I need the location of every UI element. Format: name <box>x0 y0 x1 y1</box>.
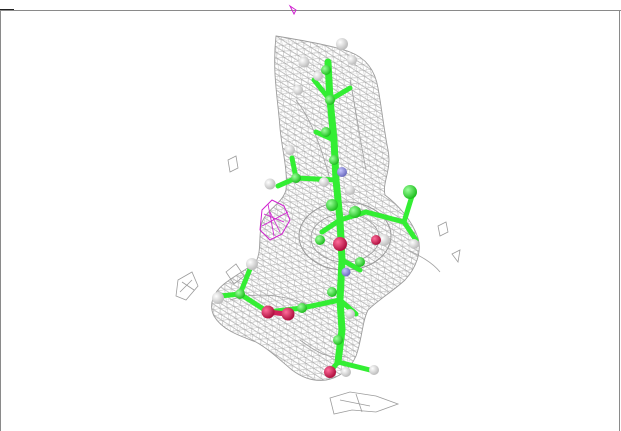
nitrogen-atom <box>341 267 351 277</box>
carbon-atom <box>291 173 301 183</box>
ligand-atoms <box>212 38 419 378</box>
carbon-atom <box>327 287 337 297</box>
carbon-atom <box>321 65 331 75</box>
hydrogen-atom <box>313 71 323 81</box>
hydrogen-atom <box>378 234 390 246</box>
oxygen-atom <box>324 366 336 378</box>
viewer-frame-left-border <box>0 11 1 431</box>
hydrogen-atom <box>409 239 419 249</box>
carbon-atom <box>297 303 307 313</box>
carbon-atom <box>321 127 331 137</box>
nitrogen-atom <box>337 167 347 177</box>
carbon-atom <box>325 95 335 105</box>
hydrogen-atom <box>293 85 303 95</box>
carbon-atom <box>235 289 245 299</box>
carbon-atom <box>333 335 343 345</box>
hydrogen-atom <box>345 309 355 319</box>
oxygen-atom <box>281 307 295 321</box>
carbon-atom <box>403 185 417 199</box>
carbon-atom <box>329 155 339 165</box>
hydrogen-atom <box>319 177 329 187</box>
carbon-atom <box>349 206 361 218</box>
viewer-frame-top-border <box>0 10 621 11</box>
oxygen-atom <box>261 305 275 319</box>
carbon-atom <box>326 199 338 211</box>
oxygen-atom <box>333 237 347 251</box>
hydrogen-atom <box>341 367 351 377</box>
hydrogen-atom <box>264 178 276 190</box>
difference-density-mesh <box>259 4 297 241</box>
hydrogen-atom <box>347 55 357 65</box>
oxygen-atom <box>371 235 381 245</box>
carbon-atom <box>315 235 325 245</box>
hydrogen-atom <box>336 38 348 50</box>
carbon-atom <box>355 257 365 267</box>
hydrogen-atom <box>345 185 355 195</box>
viewer-frame-right-border <box>619 11 620 431</box>
hydrogen-atom <box>285 145 295 155</box>
hydrogen-atom <box>246 258 258 270</box>
hydrogen-atom <box>212 292 224 304</box>
hydrogen-atom <box>298 56 310 68</box>
hydrogen-atom <box>369 365 379 375</box>
electron-density-mesh <box>175 35 461 415</box>
